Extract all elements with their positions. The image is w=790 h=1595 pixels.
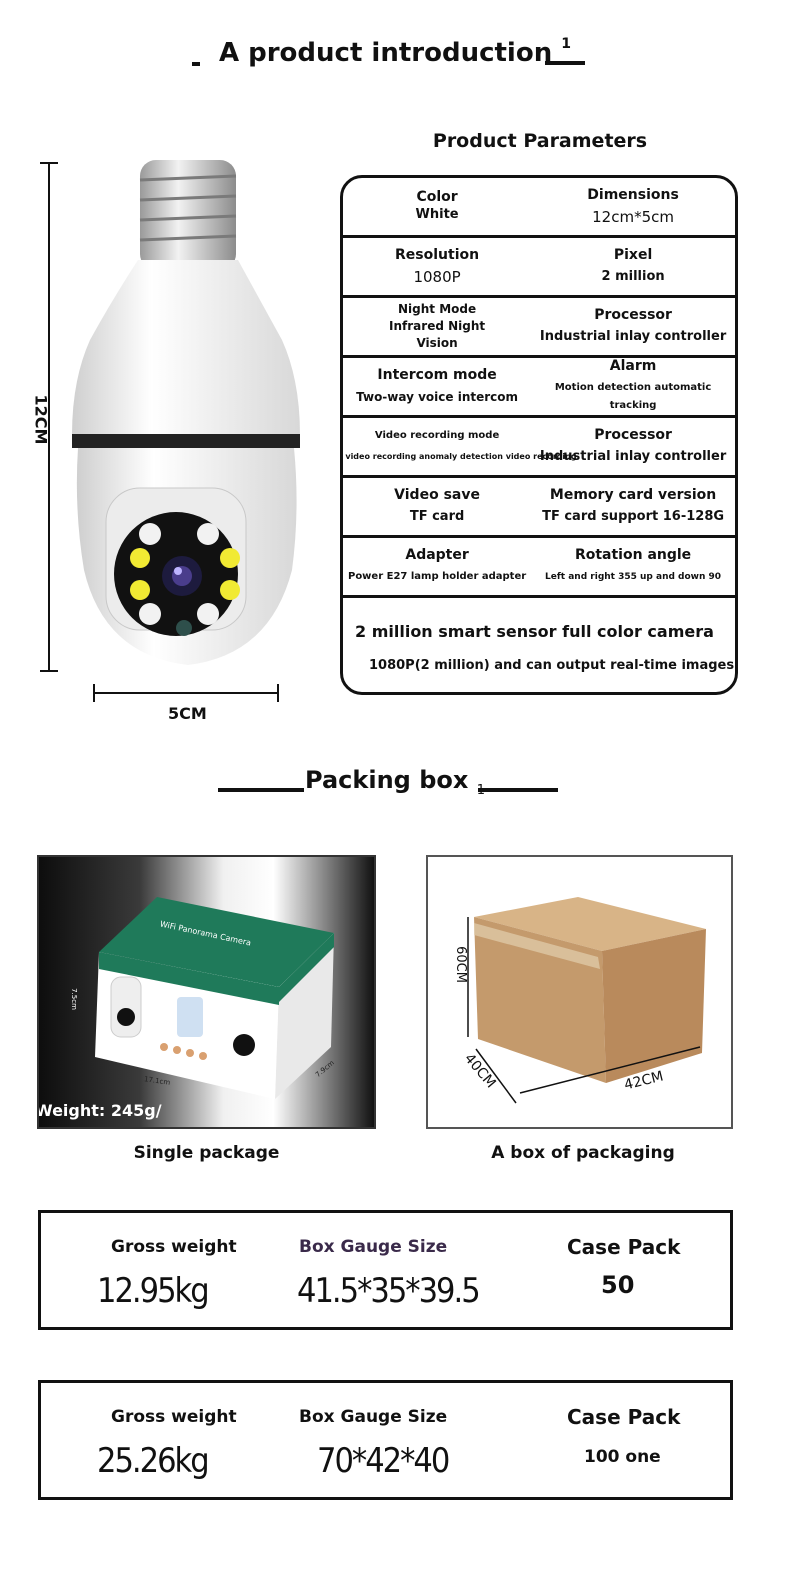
single-package-caption: Single package: [133, 1143, 280, 1163]
param-value: TF card support 16-128G: [542, 509, 725, 524]
case-pack-value: 50: [601, 1271, 635, 1299]
height-tick-top: [40, 162, 58, 164]
case-pack-value: 100 one: [584, 1447, 661, 1467]
param-value: Continuous video recording anomaly detec…: [343, 452, 577, 461]
gross-weight-label: Gross weight: [111, 1237, 237, 1257]
params-row: Resolution 1080P Pixel 2 million: [343, 238, 735, 298]
param-value: Left and right 355 up and down 90: [545, 572, 722, 582]
case-spec-50: Gross weight 12.95kg Box Gauge Size 41.5…: [38, 1210, 733, 1330]
intro-title: A product introduction: [218, 38, 553, 68]
heading-dash-left: [192, 62, 200, 66]
height-dimension-line: [48, 162, 50, 672]
gross-weight-value: 25.26kg: [97, 1441, 210, 1481]
pack-dash-left: [218, 788, 304, 792]
param-label: Intercom mode: [377, 367, 497, 383]
gross-weight-label: Gross weight: [111, 1407, 237, 1427]
heading-dash-right: [545, 61, 585, 65]
param-label: Dimensions: [587, 187, 679, 203]
box-dim-height: 7.5cm: [69, 988, 78, 1010]
summary-text: 1080P(2 million) and can output real-tim…: [369, 658, 735, 673]
height-label: 12CM: [31, 394, 51, 445]
param-label: Alarm: [609, 358, 657, 374]
param-label: Adapter: [405, 547, 469, 563]
intro-sup: 1: [561, 36, 572, 52]
packing-sub: 1: [476, 782, 485, 798]
retail-box-drawing: [95, 897, 334, 1099]
width-tick-left: [93, 684, 95, 702]
single-package-image: WiFi Panorama Camera 7.5cm 17.1cm 7.9cm …: [37, 855, 376, 1129]
summary-title: 2 million smart sensor full color camera: [355, 622, 714, 641]
params-row: Night Mode Infrared Night Vision Process…: [343, 298, 735, 358]
param-value: 1080P: [413, 268, 461, 286]
box-size-value: 41.5*35*39.5: [297, 1271, 481, 1311]
packing-title: Packing box: [305, 766, 469, 794]
params-row: Video recording modeContinuous video rec…: [343, 418, 735, 478]
param-label: Color: [416, 189, 458, 205]
param-label: Pixel: [613, 247, 653, 263]
case-pack-label: Case Pack: [567, 1235, 681, 1259]
param-value: 12cm*5cm: [592, 208, 674, 226]
width-label: 5CM: [168, 704, 207, 723]
param-value: 2 million: [601, 269, 665, 284]
param-value: TF card: [409, 509, 465, 524]
param-value: Two-way voice intercom: [356, 390, 519, 404]
params-summary: 2 million smart sensor full color camera…: [343, 596, 735, 692]
box-size-value: 70*42*40: [317, 1441, 450, 1481]
carton-dim-height: 60CM: [452, 946, 468, 983]
width-dimension-line: [93, 692, 279, 694]
param-value: Power E27 lamp holder adapter: [347, 571, 527, 582]
packing-heading: Packing box 1: [0, 766, 790, 798]
param-value: Industrial inlay controller: [539, 449, 727, 464]
param-label: Memory card version: [549, 487, 717, 503]
bulb-camera-image: [72, 160, 300, 665]
param-label: Resolution: [395, 247, 480, 263]
pack-dash-right: [478, 788, 558, 792]
case-spec-100: Gross weight 25.26kg Box Gauge Size 70*4…: [38, 1380, 733, 1500]
param-label: Video save: [394, 487, 480, 503]
param-value: White: [415, 207, 459, 222]
box-size-label: Box Gauge Size: [299, 1407, 448, 1427]
intro-heading: A product introduction 1: [0, 36, 790, 68]
param-label: Processor: [594, 307, 672, 323]
param-label: Processor: [594, 427, 672, 443]
carton-caption: A box of packaging: [491, 1143, 675, 1163]
param-value: Industrial inlay controller: [539, 329, 727, 344]
case-pack-label: Case Pack: [567, 1405, 681, 1429]
carton-drawing: [467, 897, 706, 1104]
gross-weight-value: 12.95kg: [97, 1271, 210, 1311]
params-title: Product Parameters: [432, 130, 648, 152]
carton-box-image: 60CM 40CM 42CM: [426, 855, 733, 1129]
width-tick-right: [277, 684, 279, 702]
height-tick-bottom: [40, 670, 58, 672]
package-weight: Weight: 245g/: [37, 1101, 162, 1120]
param-label: Night Mode Infrared Night Vision: [389, 302, 486, 350]
param-value: Motion detection automatic tracking: [554, 382, 712, 411]
box-size-label: Box Gauge Size: [299, 1237, 448, 1257]
params-row: Video save TF card Memory card version TF …: [343, 478, 735, 538]
param-label: Rotation angle: [574, 547, 692, 563]
param-label: Video recording mode: [374, 430, 500, 441]
